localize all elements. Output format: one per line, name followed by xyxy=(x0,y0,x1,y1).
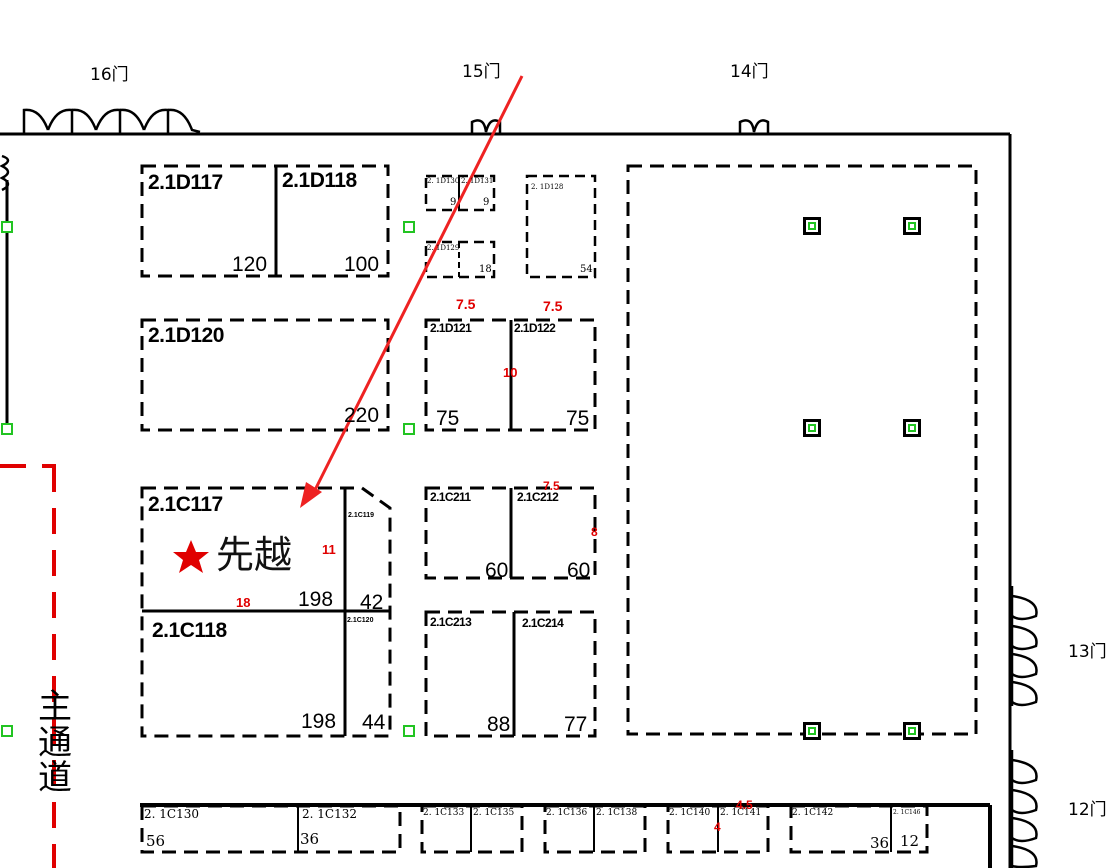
door-13-symbol xyxy=(1010,586,1038,707)
door-13-label: 13门 xyxy=(1068,642,1106,662)
booth-id: 2.1C212 xyxy=(517,490,559,504)
booth-id: 2.1C211 xyxy=(430,490,471,504)
pillar-marker xyxy=(803,217,821,235)
door-12-label: 12门 xyxy=(1068,800,1106,820)
booth-area: 75 xyxy=(566,407,590,430)
dimension-label: 4.5 xyxy=(736,798,753,812)
column-marker xyxy=(1,725,13,737)
dimension-label: 10 xyxy=(503,365,518,380)
booth-id: 2.1C213 xyxy=(430,615,472,629)
booth-id: 2. 1C142 xyxy=(792,808,834,818)
booth-area: 56 xyxy=(146,832,166,850)
door-16-symbol xyxy=(22,108,201,134)
booth-id: 2. 1D129 xyxy=(427,244,460,252)
pillar-marker xyxy=(803,722,821,740)
booth-id: 2. 1C136 xyxy=(546,808,588,818)
booth-area: 9 xyxy=(450,197,457,208)
dimension-label: 11 xyxy=(322,542,336,557)
dimension-label: 18 xyxy=(236,595,251,610)
booth-id: 2.1C118 xyxy=(152,619,227,642)
dimension-label: 7.5 xyxy=(543,298,563,314)
booth-area: 18 xyxy=(479,264,492,275)
booth-id: 2. 1C146 xyxy=(893,809,921,816)
booth-area: 220 xyxy=(344,404,380,427)
booth-area: 60 xyxy=(567,559,591,582)
booth-area: 77 xyxy=(564,713,588,736)
dimension-label: 8 xyxy=(591,525,598,539)
booth-id: 2.1D120 xyxy=(148,324,224,347)
pillar-marker xyxy=(903,217,921,235)
booth-area: 54 xyxy=(580,264,593,275)
booth-area: 36 xyxy=(870,834,890,852)
booth-area: 9 xyxy=(483,197,490,208)
pillar-marker xyxy=(903,419,921,437)
door-12-symbol xyxy=(1010,750,1038,868)
column-marker xyxy=(403,221,415,233)
highlight-company-name: 先越 xyxy=(216,533,293,577)
booth-area: 100 xyxy=(344,253,380,276)
main-aisle-border xyxy=(0,464,56,868)
booth-area: 12 xyxy=(900,832,920,850)
booth-id: 2.1C117 xyxy=(148,493,223,516)
pillar-marker xyxy=(903,722,921,740)
booth-id: 2.1C214 xyxy=(522,616,564,630)
booth-id: 2. 1C135 xyxy=(473,808,515,818)
booth-id: 2. 1C140 xyxy=(669,808,711,818)
main-aisle-label: 主 通 道 xyxy=(38,687,72,799)
door-15-label: 15门 xyxy=(462,62,501,82)
booth-id: 2. 1C141 xyxy=(720,808,762,818)
booth-area: 36 xyxy=(300,830,320,848)
booth-outlines xyxy=(140,164,978,854)
booth-dividers xyxy=(142,166,892,852)
booth-area: 120 xyxy=(232,253,268,276)
column-marker xyxy=(1,221,13,233)
booth-id: 2.1C119 xyxy=(348,512,375,519)
booth-area: 44 xyxy=(362,711,386,734)
door-14-label: 14门 xyxy=(730,62,769,82)
booth-area: 198 xyxy=(301,710,337,733)
booth-area: 88 xyxy=(487,713,511,736)
door-15-symbol xyxy=(470,119,502,134)
booth-area: 60 xyxy=(485,559,509,582)
booth-id: 2. 1C130 xyxy=(144,807,199,821)
location-arrow xyxy=(300,75,524,508)
booth-area: 75 xyxy=(436,407,460,430)
booth-id: 2. 1C133 xyxy=(423,808,465,818)
pillar-marker xyxy=(803,419,821,437)
wall-squiggle xyxy=(0,154,10,192)
dimension-label: 7.5 xyxy=(543,479,560,493)
booth-area: 42 xyxy=(360,591,384,614)
column-marker xyxy=(1,423,13,435)
dimension-label: 4 xyxy=(714,820,721,834)
door-16-label: 16门 xyxy=(90,65,129,85)
booth-id: 2.1D118 xyxy=(282,169,357,192)
booth-id: 2. 1C132 xyxy=(302,807,357,821)
column-marker xyxy=(403,725,415,737)
booth-id: 2.1D121 xyxy=(430,321,472,335)
booth-id: 2. 1D130 xyxy=(427,177,460,185)
door-14-symbol xyxy=(738,119,770,134)
booth-id: 2.1D117 xyxy=(148,171,223,194)
booth-area: 198 xyxy=(298,588,334,611)
star-icon xyxy=(173,540,209,573)
booth-id: 2.1D122 xyxy=(514,321,556,335)
dimension-label: 7.5 xyxy=(456,296,476,312)
booth-id: 2. 1D128 xyxy=(531,183,564,191)
column-marker xyxy=(403,423,415,435)
booth-id: 2.1C120 xyxy=(347,617,374,624)
booth-id: 2. 1D131 xyxy=(461,177,494,185)
booth-id: 2. 1C138 xyxy=(596,808,638,818)
